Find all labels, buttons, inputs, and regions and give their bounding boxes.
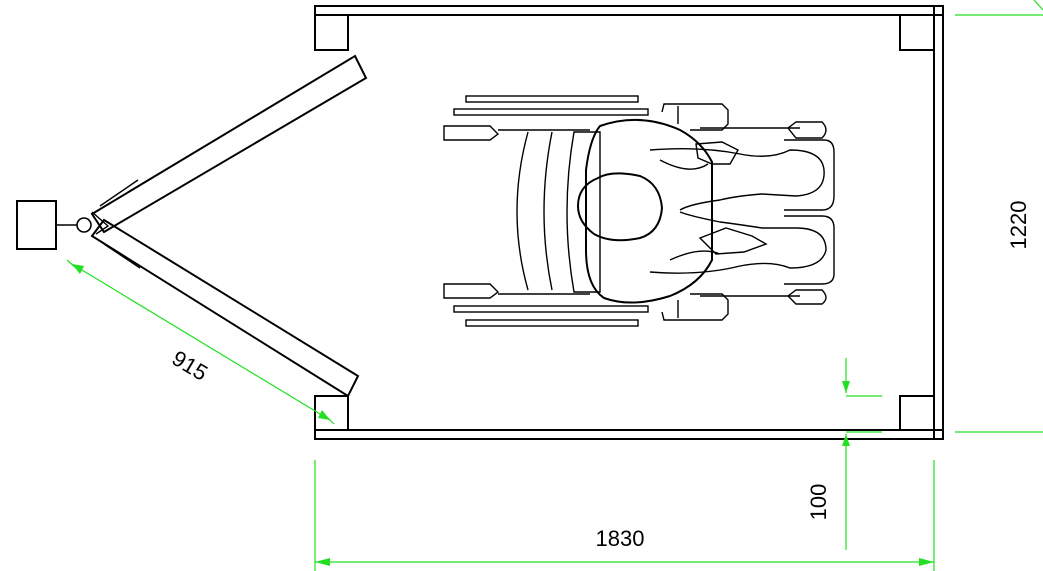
wheel-bar-top-outer xyxy=(465,95,639,103)
door-swing-mark-upper xyxy=(99,179,139,207)
dimension-door-width: 915 xyxy=(66,259,335,425)
armrest-bracket-top xyxy=(661,103,729,131)
dimension-cabin-length: 1830 xyxy=(314,460,935,571)
door-hinge-fold xyxy=(91,211,110,235)
side-wall xyxy=(933,5,944,440)
person-hand-top xyxy=(695,141,739,165)
dim-arrow-door-start xyxy=(72,264,84,274)
corner-post-bottom-left xyxy=(314,395,349,431)
foot-plate-top xyxy=(784,139,835,211)
front-wall xyxy=(314,429,944,440)
cabin-length-label: 1830 xyxy=(596,526,645,551)
person-torso xyxy=(585,118,713,304)
dim-arrow-offset-top xyxy=(842,381,850,393)
person-hand-bottom xyxy=(698,227,768,255)
cabin-walls xyxy=(314,5,944,440)
door-pivot xyxy=(76,217,92,233)
push-handle-top xyxy=(443,125,500,141)
wheelchair-with-person xyxy=(443,95,835,327)
dim-arrow-length-left xyxy=(315,558,330,566)
door-width-label: 915 xyxy=(168,345,212,385)
person-leg-top xyxy=(649,147,825,211)
dim-arrow-length-right xyxy=(919,558,934,566)
person-leg-bottom xyxy=(649,211,827,274)
dimension-threshold-offset: 100 xyxy=(806,358,882,550)
back-wall xyxy=(314,5,944,16)
corner-post-top-right xyxy=(899,14,935,51)
cabin-width-label: 1220 xyxy=(1006,201,1031,250)
wheel-bar-bottom-outer xyxy=(465,319,639,327)
wheel-bar-top-inner xyxy=(453,108,649,116)
dimension-cabin-width: 1220 xyxy=(955,0,1043,433)
door-leaf-lower xyxy=(90,218,360,398)
wheel-bar-bottom-inner xyxy=(453,305,649,313)
backrest-curve-inner xyxy=(543,131,553,291)
footrest-bottom xyxy=(786,289,827,305)
bifold-door xyxy=(16,54,368,398)
push-handle-bottom xyxy=(443,283,500,299)
door-lock-box xyxy=(16,200,57,250)
threshold-offset-label: 100 xyxy=(806,484,831,521)
footrest-top xyxy=(787,121,827,139)
dim-arrow-offset-bottom xyxy=(842,434,850,446)
foot-plate-bottom xyxy=(784,215,835,285)
seat-back xyxy=(566,131,601,293)
dim-arrow-door-end xyxy=(318,410,330,420)
door-leaf-upper xyxy=(90,54,368,234)
corner-post-bottom-right xyxy=(899,395,935,431)
door-swing-mark-lower xyxy=(103,243,141,269)
person-head xyxy=(576,172,664,242)
armrest-bracket-bottom xyxy=(661,293,729,321)
corner-post-top-left xyxy=(314,14,349,51)
backrest-curve-outer xyxy=(516,131,529,291)
